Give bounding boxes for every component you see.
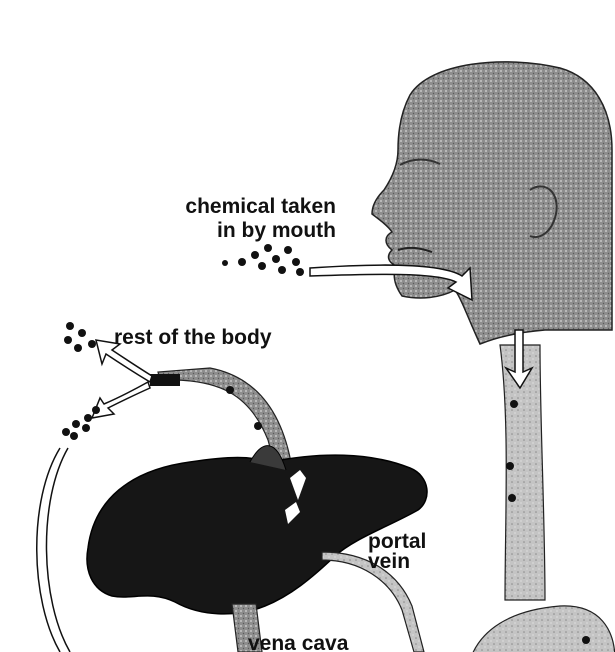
circulation-loop [37,448,70,652]
distribution-arrows [92,340,152,418]
chemical-label-line1: chemical taken [185,195,336,218]
chemical-particles-body [62,322,100,440]
chemical-particles-mouth [222,244,304,276]
chemical-label-line2: in by mouth [217,219,336,242]
rest-of-body-label: rest of the body [114,326,272,349]
vena-cava-label: vena cava [248,632,349,652]
esophagus-illustration [470,330,615,652]
portal-vein-label-line2: vein [368,550,410,573]
head-profile-illustration [372,62,612,344]
